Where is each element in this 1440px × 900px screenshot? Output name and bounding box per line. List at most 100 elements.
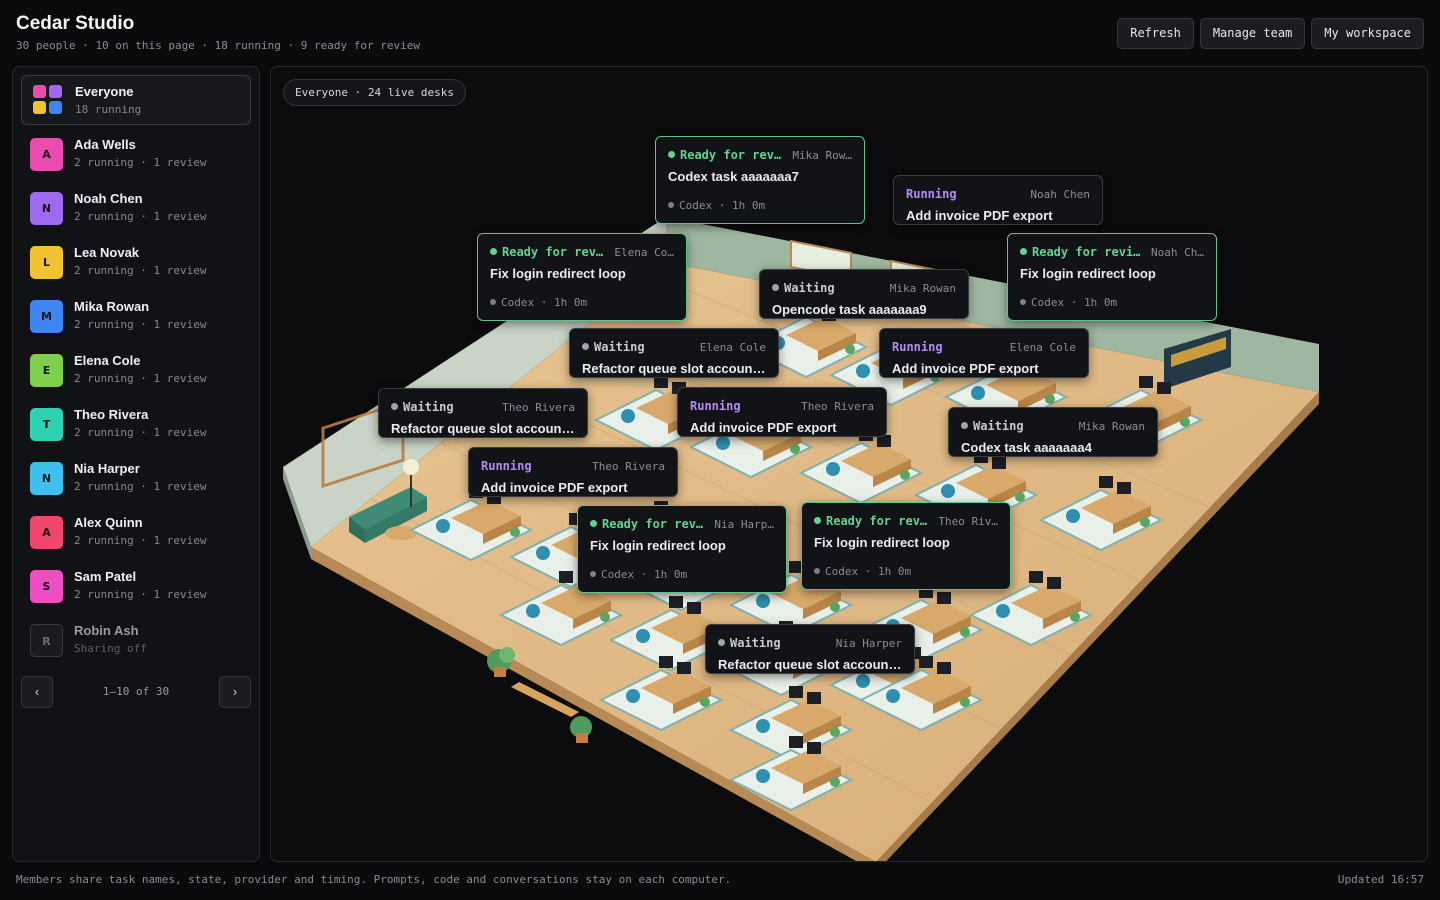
avatar: M [30,300,63,333]
task-owner: Nia Harp… [714,518,774,531]
task-owner: Theo Riv… [938,515,998,528]
task-owner: Nia Harper [835,637,902,650]
updated-timestamp: Updated 16:57 [1337,873,1424,886]
person-status: 2 running · 1 review [74,210,207,223]
task-name: Codex task aaaaaaa4 [961,440,1092,455]
desk-cluster[interactable] [728,686,854,762]
provider-dot-icon [590,571,596,577]
task-name: Add invoice PDF export [481,480,628,495]
avatar: R [30,624,63,657]
person-name: Lea Novak [74,245,140,260]
desk-cluster[interactable] [1038,476,1164,552]
task-owner: Theo Rivera [592,460,665,473]
refresh-button[interactable]: Refresh [1117,18,1194,49]
desk-cluster[interactable] [968,571,1094,647]
task-state: Waiting [391,400,454,414]
task-card[interactable]: Ready for rev… Nia Harp… Fix login redirec… [577,505,787,593]
task-card[interactable]: Ready for revi…Noah Ch…Fix login redirec… [1007,233,1217,321]
provider-dot-icon [490,299,496,305]
task-meta: Codex · 1h 0m [490,296,587,309]
desk-cluster[interactable] [858,656,984,732]
person-name: Alex Quinn [74,515,143,530]
avatar: A [30,516,63,549]
sidebar-item-everyone[interactable]: Everyone 18 running [21,75,251,125]
privacy-note: Members share task names, state, provide… [16,873,732,886]
task-name: Add invoice PDF export [906,208,1053,223]
everyone-grid-icon [33,85,62,114]
task-name: Add invoice PDF export [892,361,1039,376]
task-owner: Theo Rivera [801,400,874,413]
task-name: Opencode task aaaaaaa9 [772,302,927,317]
task-name: Fix login redirect loop [590,538,726,553]
state-dot-icon [961,422,968,429]
state-dot-icon [590,520,597,527]
task-card[interactable]: Ready for rev… Theo Riv… Fix login redirec… [801,502,1011,590]
task-state: Ready for rev… [590,517,703,531]
task-owner: Noah Ch… [1151,246,1204,259]
provider-dot-icon [1020,299,1026,305]
provider-dot-icon [814,568,820,574]
desk-cluster[interactable] [598,656,724,732]
next-page-button[interactable]: › [219,676,251,708]
person-name: Ada Wells [74,137,136,152]
sidebar-pager: ‹ 1–10 of 30 › [21,676,251,708]
provider-dot-icon [668,202,674,208]
state-dot-icon [1020,248,1027,255]
sidebar-item-status: 18 running [75,103,142,116]
person-status: 2 running · 1 review [74,426,207,439]
task-state: Running [892,340,943,354]
task-name: Refactor queue slot accountin… [718,657,904,672]
prev-page-button[interactable]: ‹ [21,676,53,708]
person-name: Mika Rowan [74,299,150,314]
state-dot-icon [668,151,675,158]
sidebar-item-person[interactable]: A Alex Quinn 2 running · 1 review [21,507,251,557]
task-meta: Codex · 1h 0m [668,199,765,212]
person-status: 2 running · 1 review [74,372,207,385]
person-status: Sharing off [74,642,147,655]
task-state: Ready for rev… [814,514,927,528]
filter-pill[interactable]: Everyone · 24 live desks [283,79,466,106]
task-name: Refactor queue slot accountin… [391,421,577,436]
task-state: Running [690,399,741,413]
office-view[interactable]: Everyone · 24 live desks Ready for rev…M… [270,66,1428,862]
task-name: Add invoice PDF export [690,420,837,435]
task-owner: Elena Co… [614,246,674,259]
person-status: 2 running · 1 review [74,480,207,493]
desk-cluster[interactable] [798,429,924,505]
task-card[interactable]: Ready for rev…Mika Row…Codex task aaaaaa… [655,136,865,224]
my-workspace-button[interactable]: My workspace [1311,18,1424,49]
person-status: 2 running · 1 review [74,264,207,277]
task-state: Running [481,459,532,473]
state-dot-icon [490,248,497,255]
task-name: Fix login redirect loop [490,266,626,281]
desk-cluster[interactable] [408,486,534,562]
person-status: 2 running · 1 review [74,156,207,169]
person-status: 2 running · 1 review [74,534,207,547]
task-owner: Elena Cole [1009,341,1076,354]
avatar: E [30,354,63,387]
task-meta: Codex · 1h 0m [1020,296,1117,309]
desk-cluster[interactable] [728,736,854,812]
task-owner: Elena Cole [699,341,766,354]
task-card[interactable]: Ready for rev…Elena Co…Fix login redirec… [477,233,687,321]
task-name: Fix login redirect loop [814,535,950,550]
manage-team-button[interactable]: Manage team [1199,18,1306,49]
